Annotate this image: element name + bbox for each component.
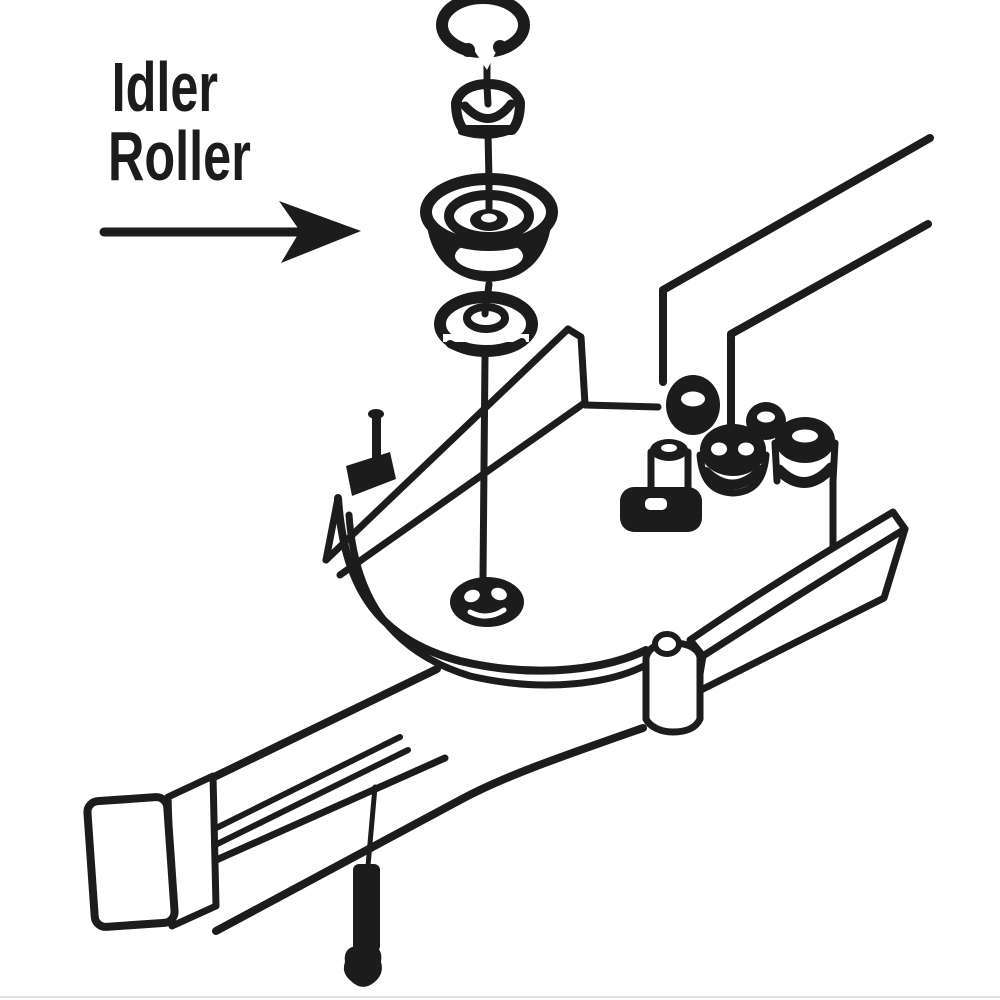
image-bottom-border [0,996,1000,998]
callout-label-line1: Idler [112,48,218,126]
hinge-notch [652,631,682,657]
plate-front-rim-outer [334,494,650,675]
frame-wire-rods [659,134,934,446]
hex-nut [451,79,525,139]
spacer-standoff [620,439,702,532]
plate-grommet [450,577,524,627]
grommet [666,375,720,435]
frame-wire-rod-1 [659,134,934,386]
pivot-arm [83,662,647,935]
arm-slot-line-1 [193,734,403,841]
retaining-ring [436,0,530,70]
rail-side-face [693,525,909,696]
flat-washer [434,291,538,357]
frame-wire-rod-2 [727,220,932,446]
roller-cluster [620,375,839,532]
small-grommet [746,402,786,440]
guide-pin [346,409,396,496]
callout-label: Idler Roller [99,48,361,263]
callout-label-line2: Roller [108,117,251,195]
roller-right [771,417,839,488]
arm-bottom-edge [212,724,647,935]
plate-rear-edge [581,401,662,411]
mounting-plate [322,325,662,689]
plate-flange-wall [322,325,589,579]
idler-roller [420,173,558,282]
callout-arrow-icon [99,201,361,263]
fastener-stack [420,0,558,627]
carriage-bolt [343,784,382,987]
hinge-knuckle [642,631,704,736]
arm-ridge-edge [210,754,449,865]
arm-slot-line-2 [202,747,411,853]
tube-end-cap [83,772,220,931]
support-rail [686,454,909,696]
plate-front-rim-inner [345,511,648,689]
roller-left [696,424,770,497]
